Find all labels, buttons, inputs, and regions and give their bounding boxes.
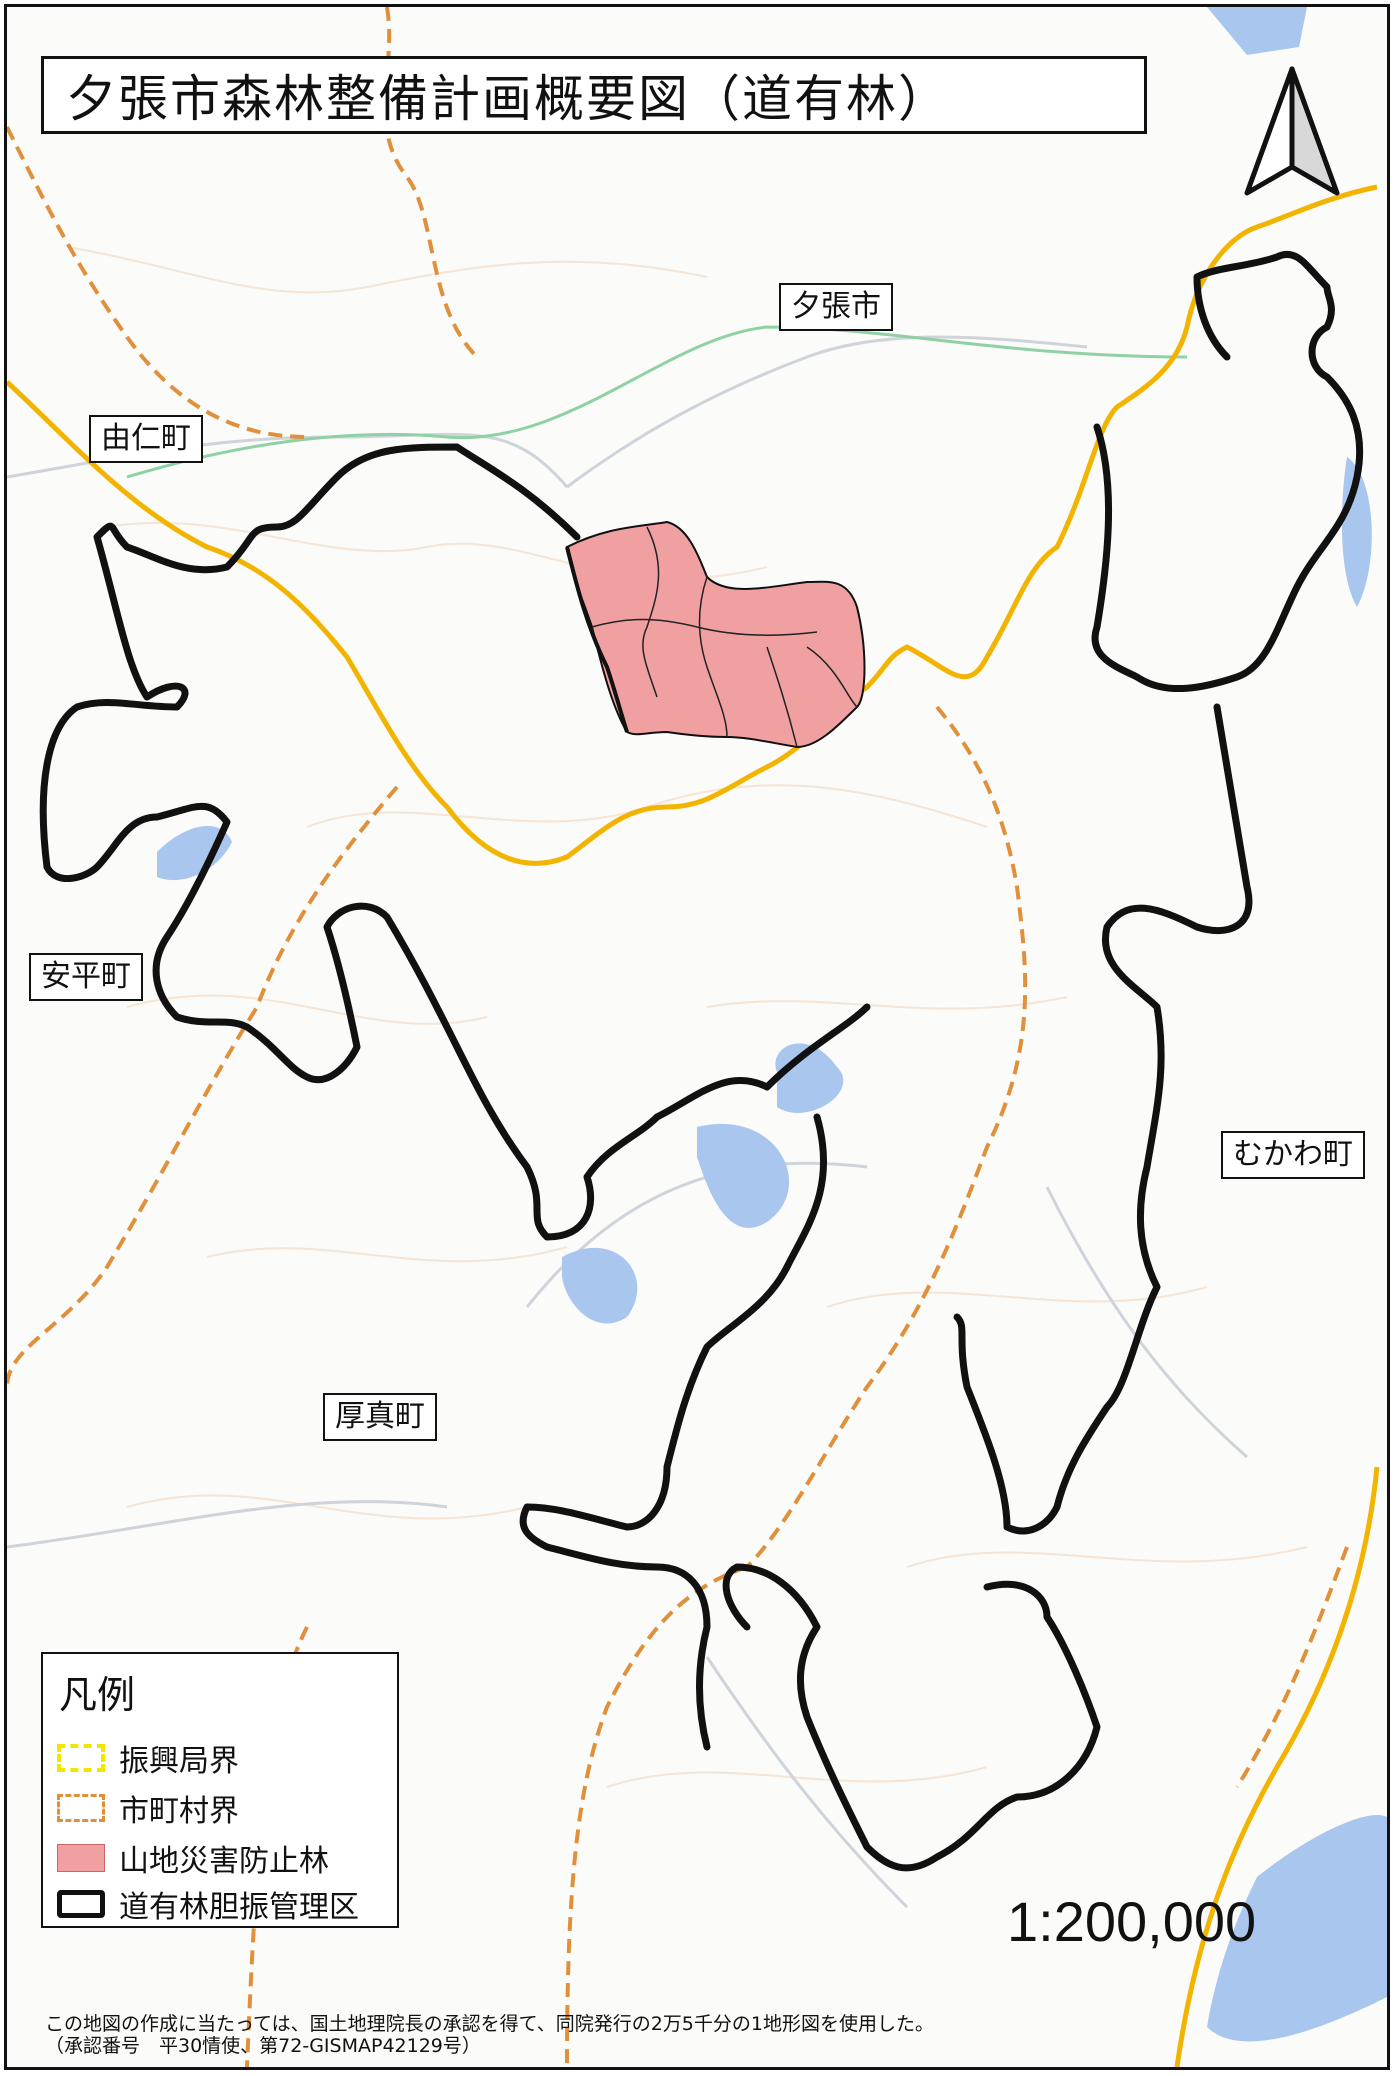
legend-title: 凡例 <box>59 1673 136 1717</box>
railway-line <box>126 325 1188 479</box>
map-legend: 凡例 振興局界 市町村界 山地災害防止林 道有林胆振管理区 <box>41 1652 399 1928</box>
legend-label: 山地災害防止林 <box>119 1844 329 1879</box>
map-title: 夕張市森林整備計画概要図（道有林） <box>41 56 1147 134</box>
disaster-prevention-forest <box>565 520 866 749</box>
credit-line-2: （承認番号 平30情使、第72-GISMAP42129号） <box>45 2035 481 2057</box>
managed-forest-outlines <box>39 250 1364 1872</box>
map-title-text: 夕張市森林整備計画概要図（道有林） <box>66 70 950 128</box>
legend-swatch-managed <box>57 1890 105 1918</box>
north-arrow-icon <box>1244 66 1340 196</box>
place-label-mukawa: むかわ町 <box>1221 1131 1365 1179</box>
disaster-forest-edge <box>565 546 629 733</box>
legend-item-disaster-prevention-forest: 山地災害防止林 <box>57 1838 387 1879</box>
map-canvas[interactable] <box>7 7 1387 2067</box>
place-label-yubari: 夕張市 <box>779 283 893 331</box>
place-label-yuni: 由仁町 <box>89 415 203 463</box>
map-credit: この地図の作成に当たっては、国土地理院長の承認を得て、同院発行の2万5千分の1地… <box>45 2013 934 2057</box>
legend-swatch-forest <box>57 1844 105 1872</box>
legend-item-municipal-boundary: 市町村界 <box>57 1788 387 1829</box>
legend-label: 振興局界 <box>119 1744 239 1779</box>
legend-item-subprefecture-boundary: 振興局界 <box>57 1738 387 1779</box>
subprefecture-boundary <box>7 184 1378 866</box>
disaster-forest-subdivisions <box>591 526 858 748</box>
map-frame: 夕張市森林整備計画概要図（道有林） 夕張市 由仁町 安平町 むかわ町 厚真町 凡… <box>4 4 1390 2070</box>
place-label-abira: 安平町 <box>29 953 143 1001</box>
map-scale: 1:200,000 <box>1007 1890 1257 1953</box>
legend-swatch-municipal <box>57 1794 105 1822</box>
subprefecture-boundary-east <box>1174 1466 1380 2067</box>
credit-line-1: この地図の作成に当たっては、国土地理院長の承認を得て、同院発行の2万5千分の1地… <box>45 2013 934 2035</box>
legend-label: 市町村界 <box>119 1794 239 1829</box>
legend-swatch-subprefecture <box>57 1744 105 1772</box>
place-label-atsuma: 厚真町 <box>323 1393 437 1441</box>
water-bodies <box>157 7 1387 2042</box>
legend-label: 道有林胆振管理区 <box>119 1890 359 1925</box>
legend-item-managed-forest: 道有林胆振管理区 <box>57 1884 387 1925</box>
